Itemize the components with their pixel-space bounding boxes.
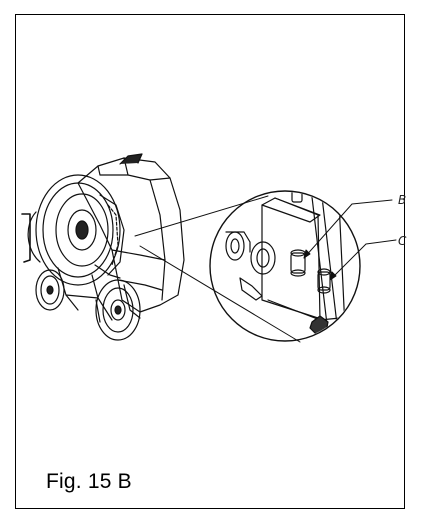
- fitting-c: [317, 268, 331, 294]
- callout-label-b: B: [398, 193, 406, 207]
- fitting-b: [290, 249, 306, 277]
- figure-frame: [15, 14, 405, 509]
- brush-disc-assembly: [21, 174, 125, 286]
- callout-leaders: [303, 199, 397, 281]
- figure-caption: Fig. 15 B: [46, 470, 132, 493]
- rear-wheel: [95, 279, 141, 341]
- detail-magnifier: [209, 190, 361, 342]
- callout-label-c: C: [398, 234, 407, 248]
- front-wheel: [35, 269, 65, 311]
- machine-housing: [77, 153, 185, 313]
